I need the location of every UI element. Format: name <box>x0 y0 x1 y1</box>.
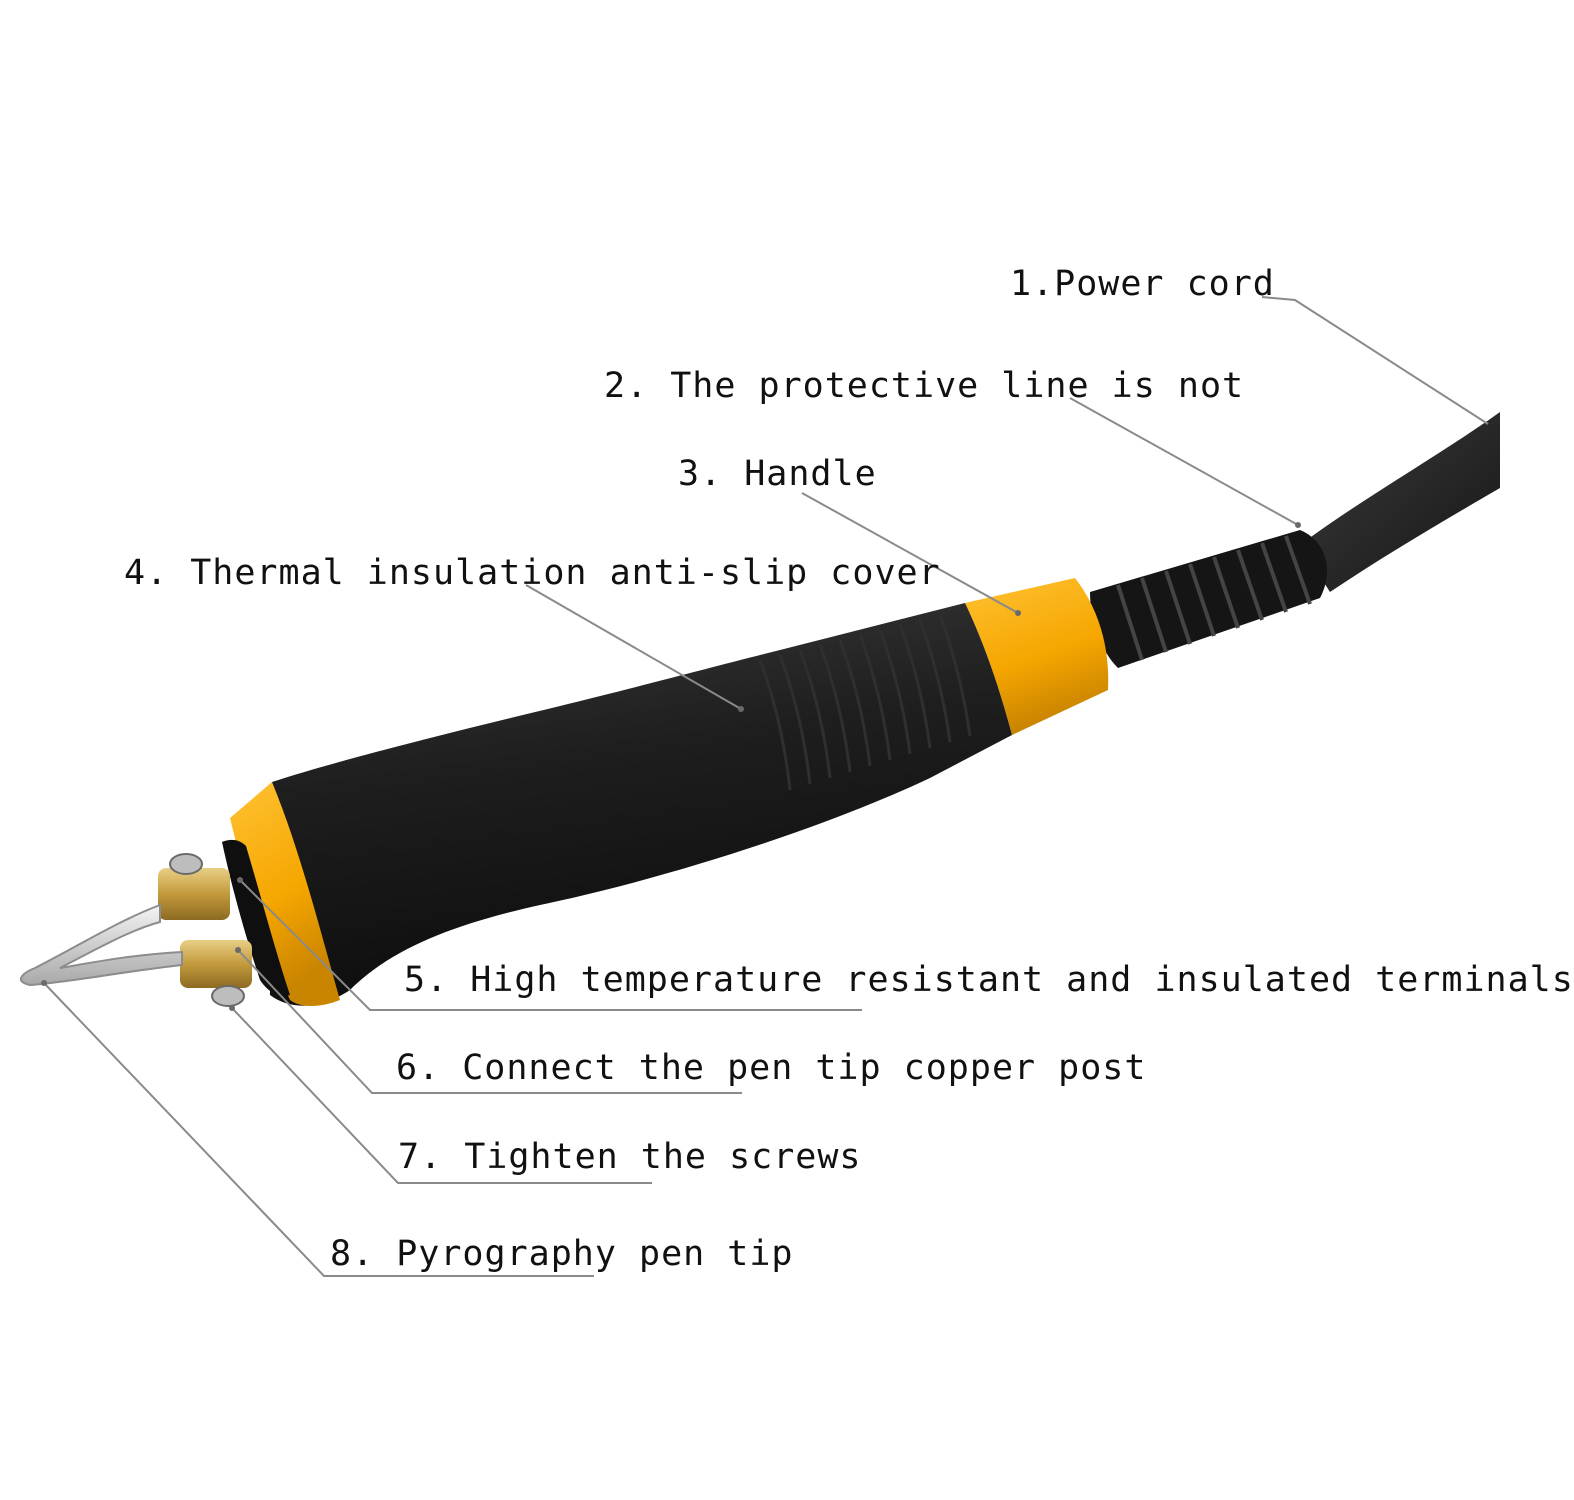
label-tighten-screws: 7. Tighten the screws <box>398 1137 862 1177</box>
label-protective-line: 2. The protective line is not <box>604 366 1245 406</box>
leader-dots <box>41 522 1301 1011</box>
anti-slip-cover-body <box>270 603 1012 1006</box>
screw-lower <box>211 985 245 1007</box>
label-thermal-insulation-cover: 4. Thermal insulation anti-slip cover <box>124 553 941 593</box>
leader-line-protective-line <box>1069 397 1299 526</box>
pyrography-pen-diagram <box>20 296 1500 1277</box>
label-pyrography-pen-tip: 8. Pyrography pen tip <box>330 1234 794 1274</box>
power-cord <box>1300 412 1500 592</box>
leader-line-screws <box>231 1007 652 1184</box>
copper-post-lower <box>180 940 252 988</box>
leader-line-handle <box>801 492 1019 614</box>
label-insulated-terminals: 5. High temperature resistant and insula… <box>404 960 1574 1000</box>
copper-post-upper <box>158 868 230 920</box>
leader-lines <box>43 296 1489 1277</box>
protective-line-ribs <box>1116 535 1312 661</box>
leader-line-power-cord <box>1261 296 1489 425</box>
leader-line-copper-post <box>237 949 742 1094</box>
screw-upper <box>169 853 203 875</box>
label-power-cord: 1.Power cord <box>1010 264 1275 304</box>
anti-slip-grip-ribs <box>758 614 972 791</box>
leader-line-pen-tip <box>43 982 594 1277</box>
leader-line-terminals <box>239 879 862 1011</box>
leader-line-cover <box>525 584 742 710</box>
label-handle: 3. Handle <box>678 454 877 494</box>
front-gold-ring <box>230 782 340 1006</box>
pyrography-pen-tip <box>20 903 183 987</box>
handle-gold-ring <box>965 578 1109 735</box>
label-copper-post: 6. Connect the pen tip copper post <box>396 1048 1147 1088</box>
